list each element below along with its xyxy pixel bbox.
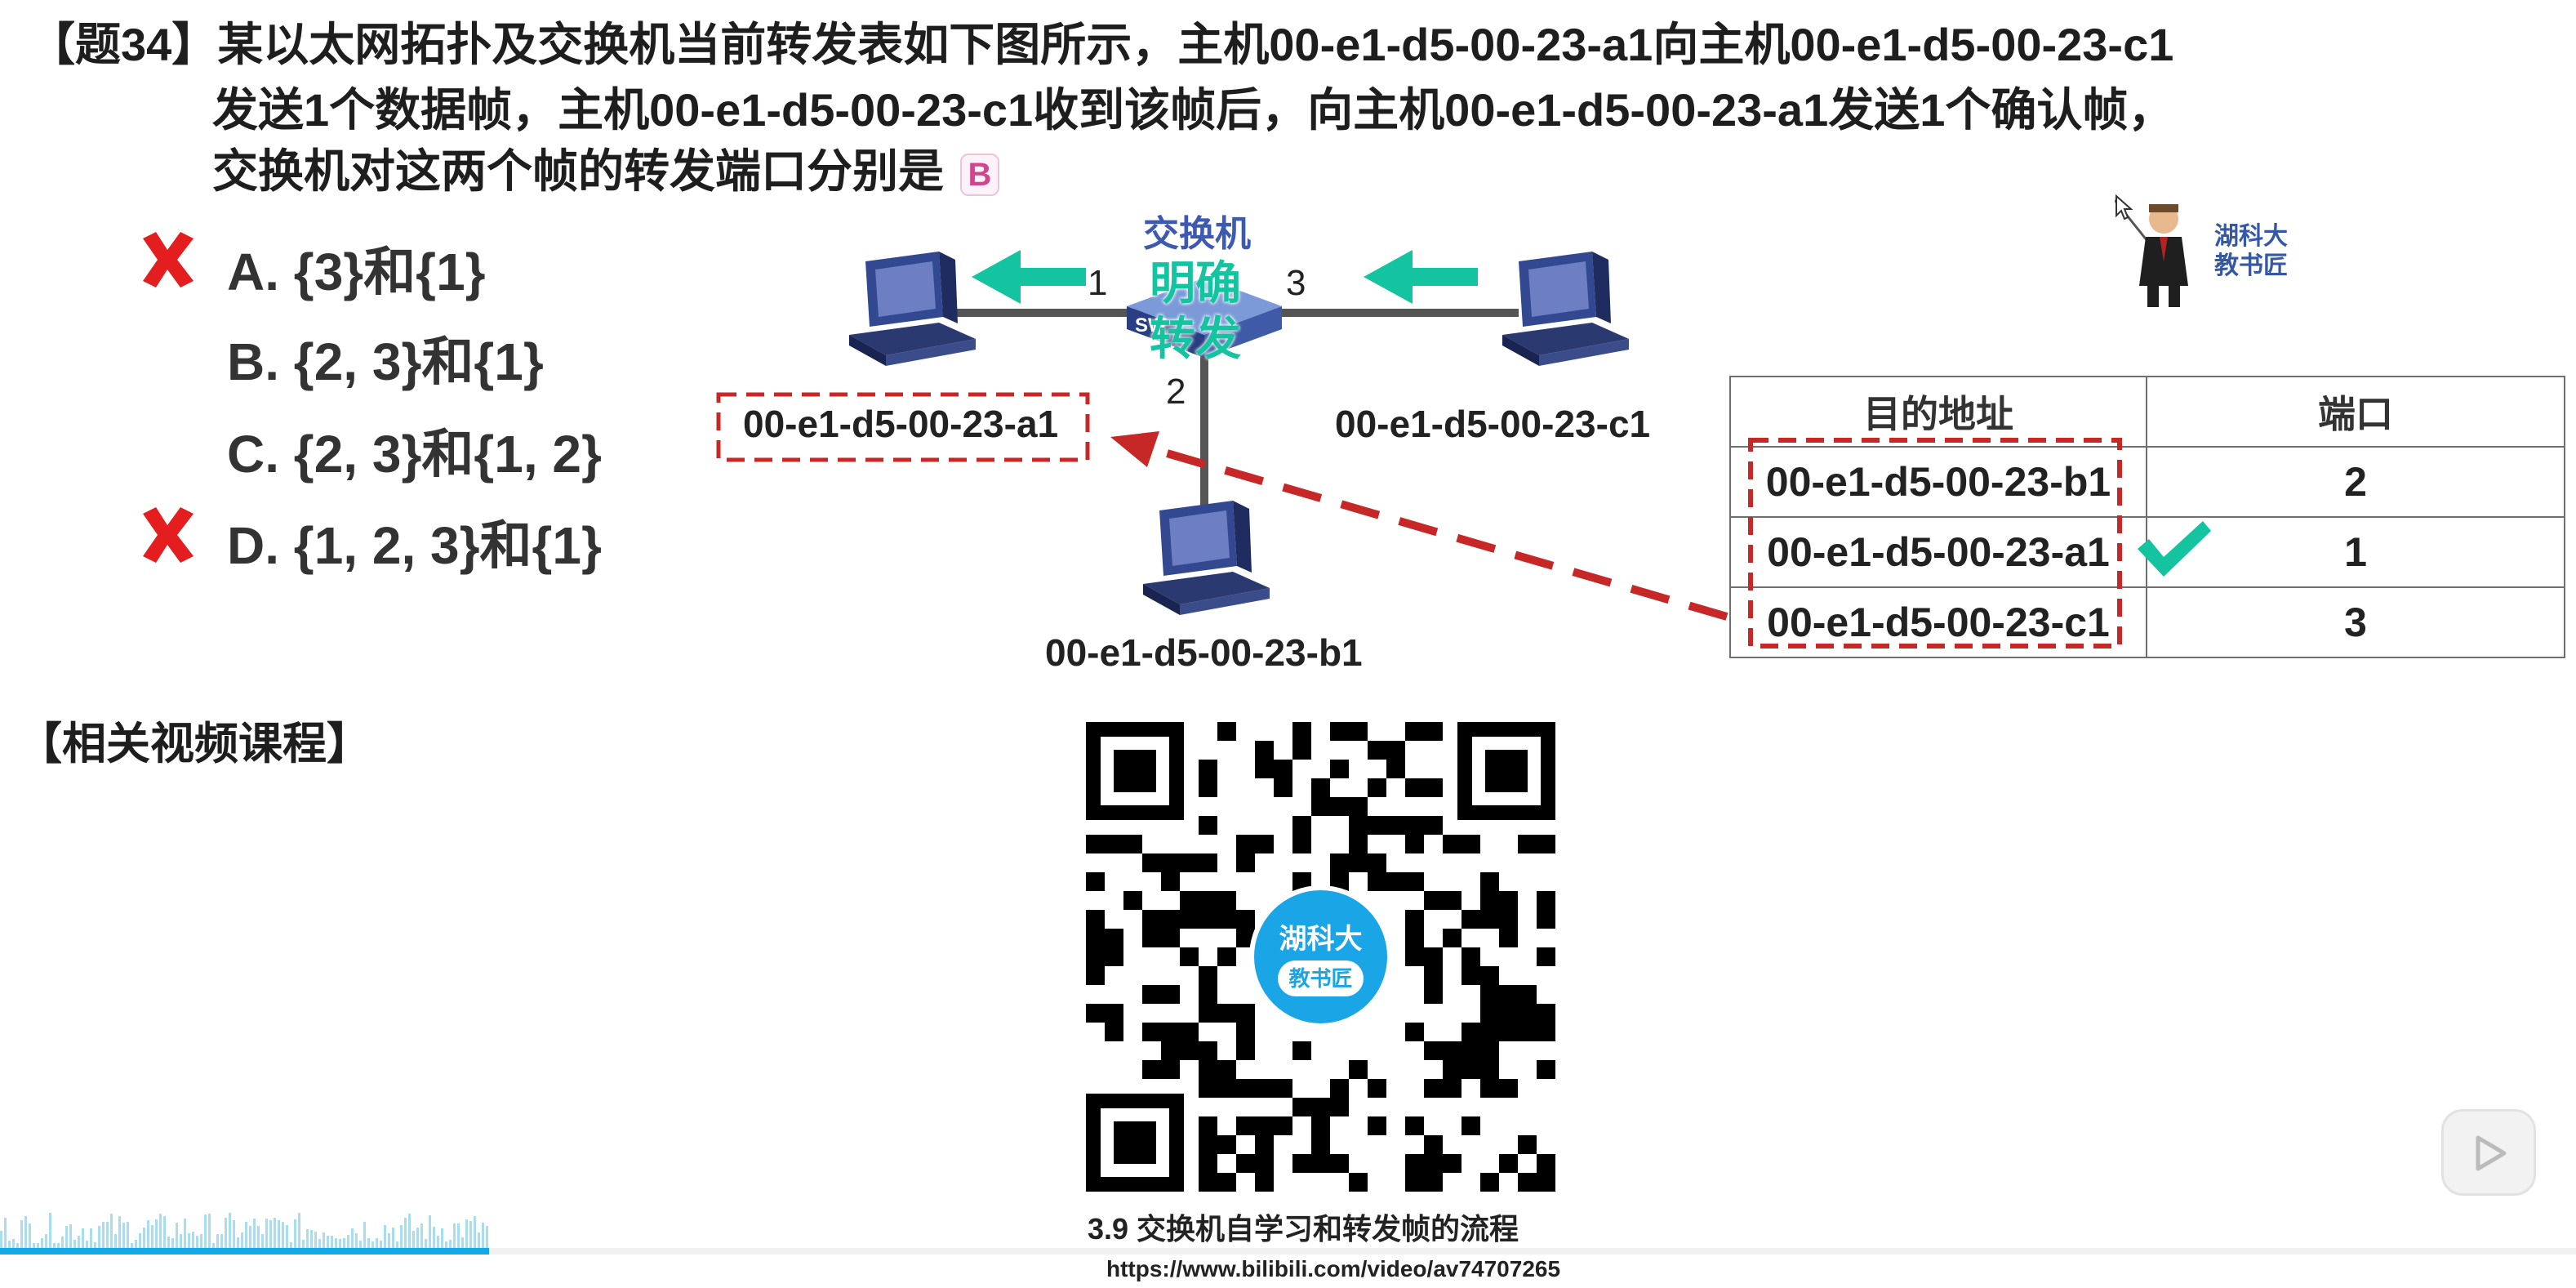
dashed-arrow-head — [1110, 431, 1159, 467]
option-a-wrong-mark — [135, 227, 200, 296]
header-dest-address: 目的地址 — [1729, 376, 2147, 448]
audio-waveform — [0, 1213, 488, 1248]
host-a-highlight-box — [716, 392, 1090, 462]
host-c-computer — [1494, 245, 1633, 372]
logo-text-line-2: 教书匠 — [2214, 252, 2288, 279]
qr-center-logo — [1249, 885, 1392, 1028]
x-mark-icon — [143, 232, 194, 287]
network-diagram — [716, 250, 1728, 621]
progress-fill — [0, 1248, 490, 1255]
port-3-label: 3 — [1286, 263, 1306, 303]
port-2-label: 2 — [1166, 372, 1186, 412]
mouse-cursor-icon — [2116, 194, 2133, 221]
check-mark-icon — [2138, 521, 2211, 577]
header-port: 端口 — [2146, 376, 2565, 448]
host-a-computer — [841, 245, 980, 372]
qr-code-image — [1086, 722, 1555, 1192]
host-b-computer — [1135, 494, 1274, 621]
switch-label: 交换机 — [1143, 214, 1251, 254]
play-button[interactable] — [2441, 1109, 2536, 1196]
option-c[interactable]: C. {2, 3}和{1, 2} — [227, 425, 602, 484]
table-address-highlight — [1748, 438, 2122, 648]
presenter-logo — [2113, 196, 2213, 314]
video-url[interactable]: https://www.bilibili.com/video/av7470726… — [1106, 1256, 1561, 1281]
switch-device — [1119, 261, 1290, 372]
question-line-2: 发送1个数据帧，主机00-e1-d5-00-23-c1收到该帧后，向主机00-e… — [212, 84, 2174, 136]
switch-overlay-line-2: 转发 — [1150, 313, 1241, 364]
table-cell-address: 00-e1-d5-00-23-b1 — [1729, 446, 2147, 518]
host-c-mac: 00-e1-d5-00-23-c1 — [1335, 403, 1651, 445]
forward-arrow-left — [972, 250, 1086, 304]
option-d[interactable]: D. {1, 2, 3}和{1} — [227, 516, 602, 575]
related-courses-title: 【相关视频课程】 — [18, 720, 371, 769]
table-cell-port: 1 — [2146, 516, 2565, 588]
question-line-1: 【题34】某以太网拓扑及交换机当前转发表如下图所示，主机00-e1-d5-00-… — [29, 19, 2174, 70]
presenter-figure-icon — [2113, 199, 2188, 307]
table-row: 00-e1-d5-00-23-b1 2 — [1729, 446, 2565, 518]
port-1-label: 1 — [1088, 263, 1108, 303]
qr-center-line-1: 湖科大 — [1279, 924, 1363, 955]
host-b-mac: 00-e1-d5-00-23-b1 — [1045, 631, 1363, 674]
computer-icon — [1502, 252, 1629, 366]
option-b[interactable]: B. {2, 3}和{1} — [227, 332, 544, 391]
forward-arrow-right-side — [1364, 250, 1478, 304]
question-line-3-text: 交换机对这两个帧的转发端口分别是 — [212, 145, 944, 197]
question-line-3: 交换机对这两个帧的转发端口分别是 B — [212, 135, 999, 208]
host-a-mac: 00-e1-d5-00-23-a1 — [743, 403, 1059, 445]
table-header-row: 目的地址 端口 — [1729, 376, 2565, 448]
computer-icon — [849, 252, 976, 366]
switch-icon — [1127, 278, 1282, 358]
computer-icon — [1143, 501, 1270, 615]
logo-text-line-1: 湖科大 — [2214, 223, 2288, 250]
answer-badge: B — [960, 154, 999, 197]
table-row: 00-e1-d5-00-23-a1 1 — [1729, 516, 2565, 588]
play-icon — [2476, 1135, 2507, 1171]
switch-chip-label: SW — [1135, 314, 1167, 336]
dashed-arrow — [1137, 441, 1728, 621]
qr-center-line-2: 教书匠 — [1278, 960, 1364, 996]
switch-overlay-line-1: 明确 — [1150, 257, 1241, 309]
qr-caption: 3.9 交换机自学习和转发帧的流程 — [1088, 1212, 1519, 1246]
table-cell-port: 2 — [2146, 446, 2565, 518]
option-d-wrong-mark — [135, 502, 200, 572]
table-cell-port: 3 — [2146, 586, 2565, 658]
option-a[interactable]: A. {3}和{1} — [227, 243, 486, 301]
table-cell-address: 00-e1-d5-00-23-a1 — [1729, 516, 2147, 588]
progress-track[interactable] — [0, 1248, 2576, 1255]
x-mark-icon — [143, 507, 194, 563]
qr-code[interactable]: 湖科大 教书匠 — [1086, 722, 1555, 1192]
